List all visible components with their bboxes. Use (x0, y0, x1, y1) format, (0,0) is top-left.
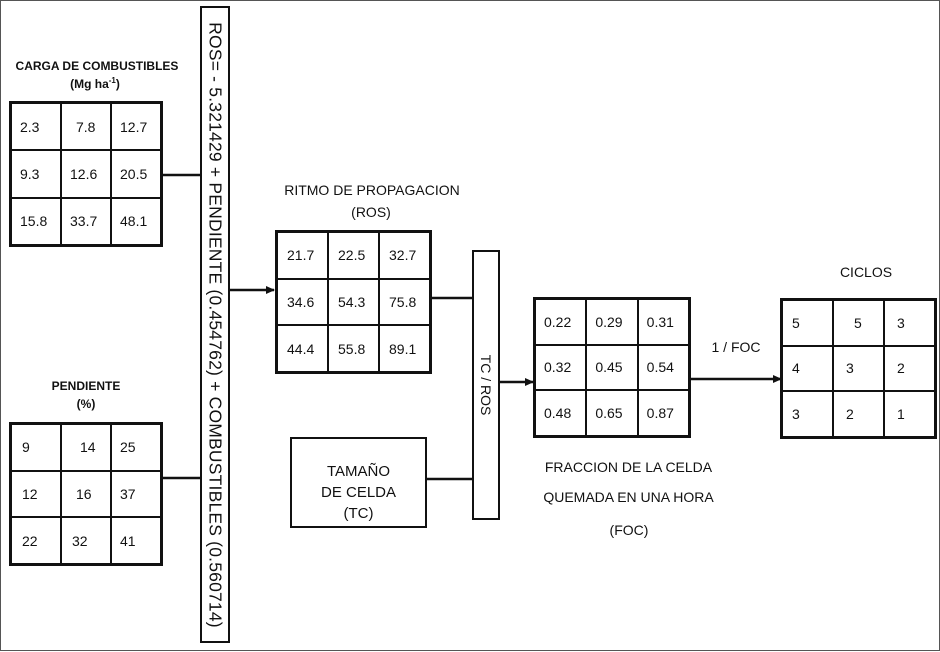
cycles-grid: 5 5 3 4 3 2 3 2 1 (780, 298, 937, 439)
foc-cell: 0.45 (586, 344, 638, 391)
slope-cell: 41 (111, 517, 161, 564)
cell-size-box: TAMAÑO DE CELDA (TC) (290, 437, 427, 528)
foc-cell: 0.31 (637, 299, 689, 345)
fuel-unit: (Mg ha-1) (45, 76, 145, 91)
fuel-unit-exponent: -1 (108, 76, 116, 85)
foc-cell: 0.22 (535, 299, 587, 345)
cycles-title: CICLOS (839, 264, 893, 280)
fuel-grid: 2.3 7.8 12.7 9.3 12.6 20.5 15.8 33.7 48.… (9, 101, 163, 247)
ros-cell: 22.5 (328, 232, 379, 279)
cycles-cell: 5 (833, 300, 884, 346)
tc-ros-text: TC / ROS (478, 354, 494, 416)
slope-cell: 32 (61, 517, 111, 564)
cycles-cell: 4 (782, 345, 833, 392)
foc-grid: 0.22 0.29 0.31 0.32 0.45 0.54 0.48 0.65 … (533, 297, 691, 438)
equation-text: ROS= - 5.321429 + PENDIENTE (0.454762) +… (205, 21, 226, 628)
foc-cell: 0.54 (637, 344, 689, 391)
inverse-foc-label: 1 / FOC (711, 339, 761, 355)
ros-cell: 54.3 (328, 278, 379, 326)
slope-title: PENDIENTE (51, 379, 121, 393)
cycles-cell: 3 (884, 300, 935, 346)
fuel-unit-suffix: ) (115, 77, 120, 91)
fuel-unit-prefix: (Mg ha (70, 77, 109, 91)
equation-box: ROS= - 5.321429 + PENDIENTE (0.454762) +… (200, 6, 230, 643)
fuel-cell: 2.3 (11, 103, 61, 151)
fuel-cell: 48.1 (111, 197, 161, 245)
foc-cell: 0.87 (637, 390, 689, 436)
cell-size-line2: DE CELDA (320, 484, 397, 501)
ros-cell: 75.8 (379, 278, 430, 326)
cycles-cell: 5 (782, 300, 833, 346)
slope-grid: 9 14 25 12 16 37 22 32 41 (9, 422, 163, 566)
foc-caption-line2: QUEMADA EN UNA HORA (543, 489, 714, 505)
fuel-cell: 12.6 (61, 150, 111, 198)
fuel-cell: 9.3 (11, 150, 61, 198)
ros-cell: 34.6 (277, 278, 328, 326)
foc-cell: 0.29 (586, 299, 638, 345)
foc-cell: 0.48 (535, 390, 587, 436)
fuel-cell: 20.5 (111, 150, 161, 198)
ros-title: RITMO DE PROPAGACION (284, 182, 460, 198)
cycles-cell: 1 (884, 391, 935, 437)
slope-unit: (%) (76, 397, 96, 411)
ros-cell: 89.1 (379, 325, 430, 372)
slope-cell: 22 (11, 517, 61, 564)
slope-cell: 25 (111, 424, 161, 471)
slope-cell: 16 (61, 470, 111, 518)
foc-cell: 0.65 (586, 390, 638, 436)
fuel-cell: 33.7 (61, 197, 111, 245)
fuel-cell: 12.7 (111, 103, 161, 151)
foc-cell: 0.32 (535, 344, 587, 391)
ros-cell: 55.8 (328, 325, 379, 372)
slope-cell: 12 (11, 470, 61, 518)
slope-cell: 9 (11, 424, 61, 471)
tc-ros-box: TC / ROS (472, 250, 500, 520)
cell-size-line3: (TC) (343, 505, 374, 522)
cell-size-line1: TAMAÑO (326, 463, 391, 480)
fuel-cell: 7.8 (61, 103, 111, 151)
foc-caption-abbr: (FOC) (609, 522, 649, 538)
cycles-cell: 2 (884, 345, 935, 392)
foc-caption-line1: FRACCION DE LA CELDA (544, 459, 713, 475)
slope-cell: 37 (111, 470, 161, 518)
fuel-cell: 15.8 (11, 197, 61, 245)
cycles-cell: 3 (782, 391, 833, 437)
cycles-cell: 3 (833, 345, 884, 392)
ros-cell: 32.7 (379, 232, 430, 279)
cycles-cell: 2 (833, 391, 884, 437)
fuel-title: CARGA DE COMBUSTIBLES (15, 59, 179, 73)
ros-grid: 21.7 22.5 32.7 34.6 54.3 75.8 44.4 55.8 … (275, 230, 432, 374)
ros-cell: 21.7 (277, 232, 328, 279)
ros-abbr: (ROS) (351, 204, 391, 220)
ros-cell: 44.4 (277, 325, 328, 372)
slope-cell: 14 (61, 424, 111, 471)
